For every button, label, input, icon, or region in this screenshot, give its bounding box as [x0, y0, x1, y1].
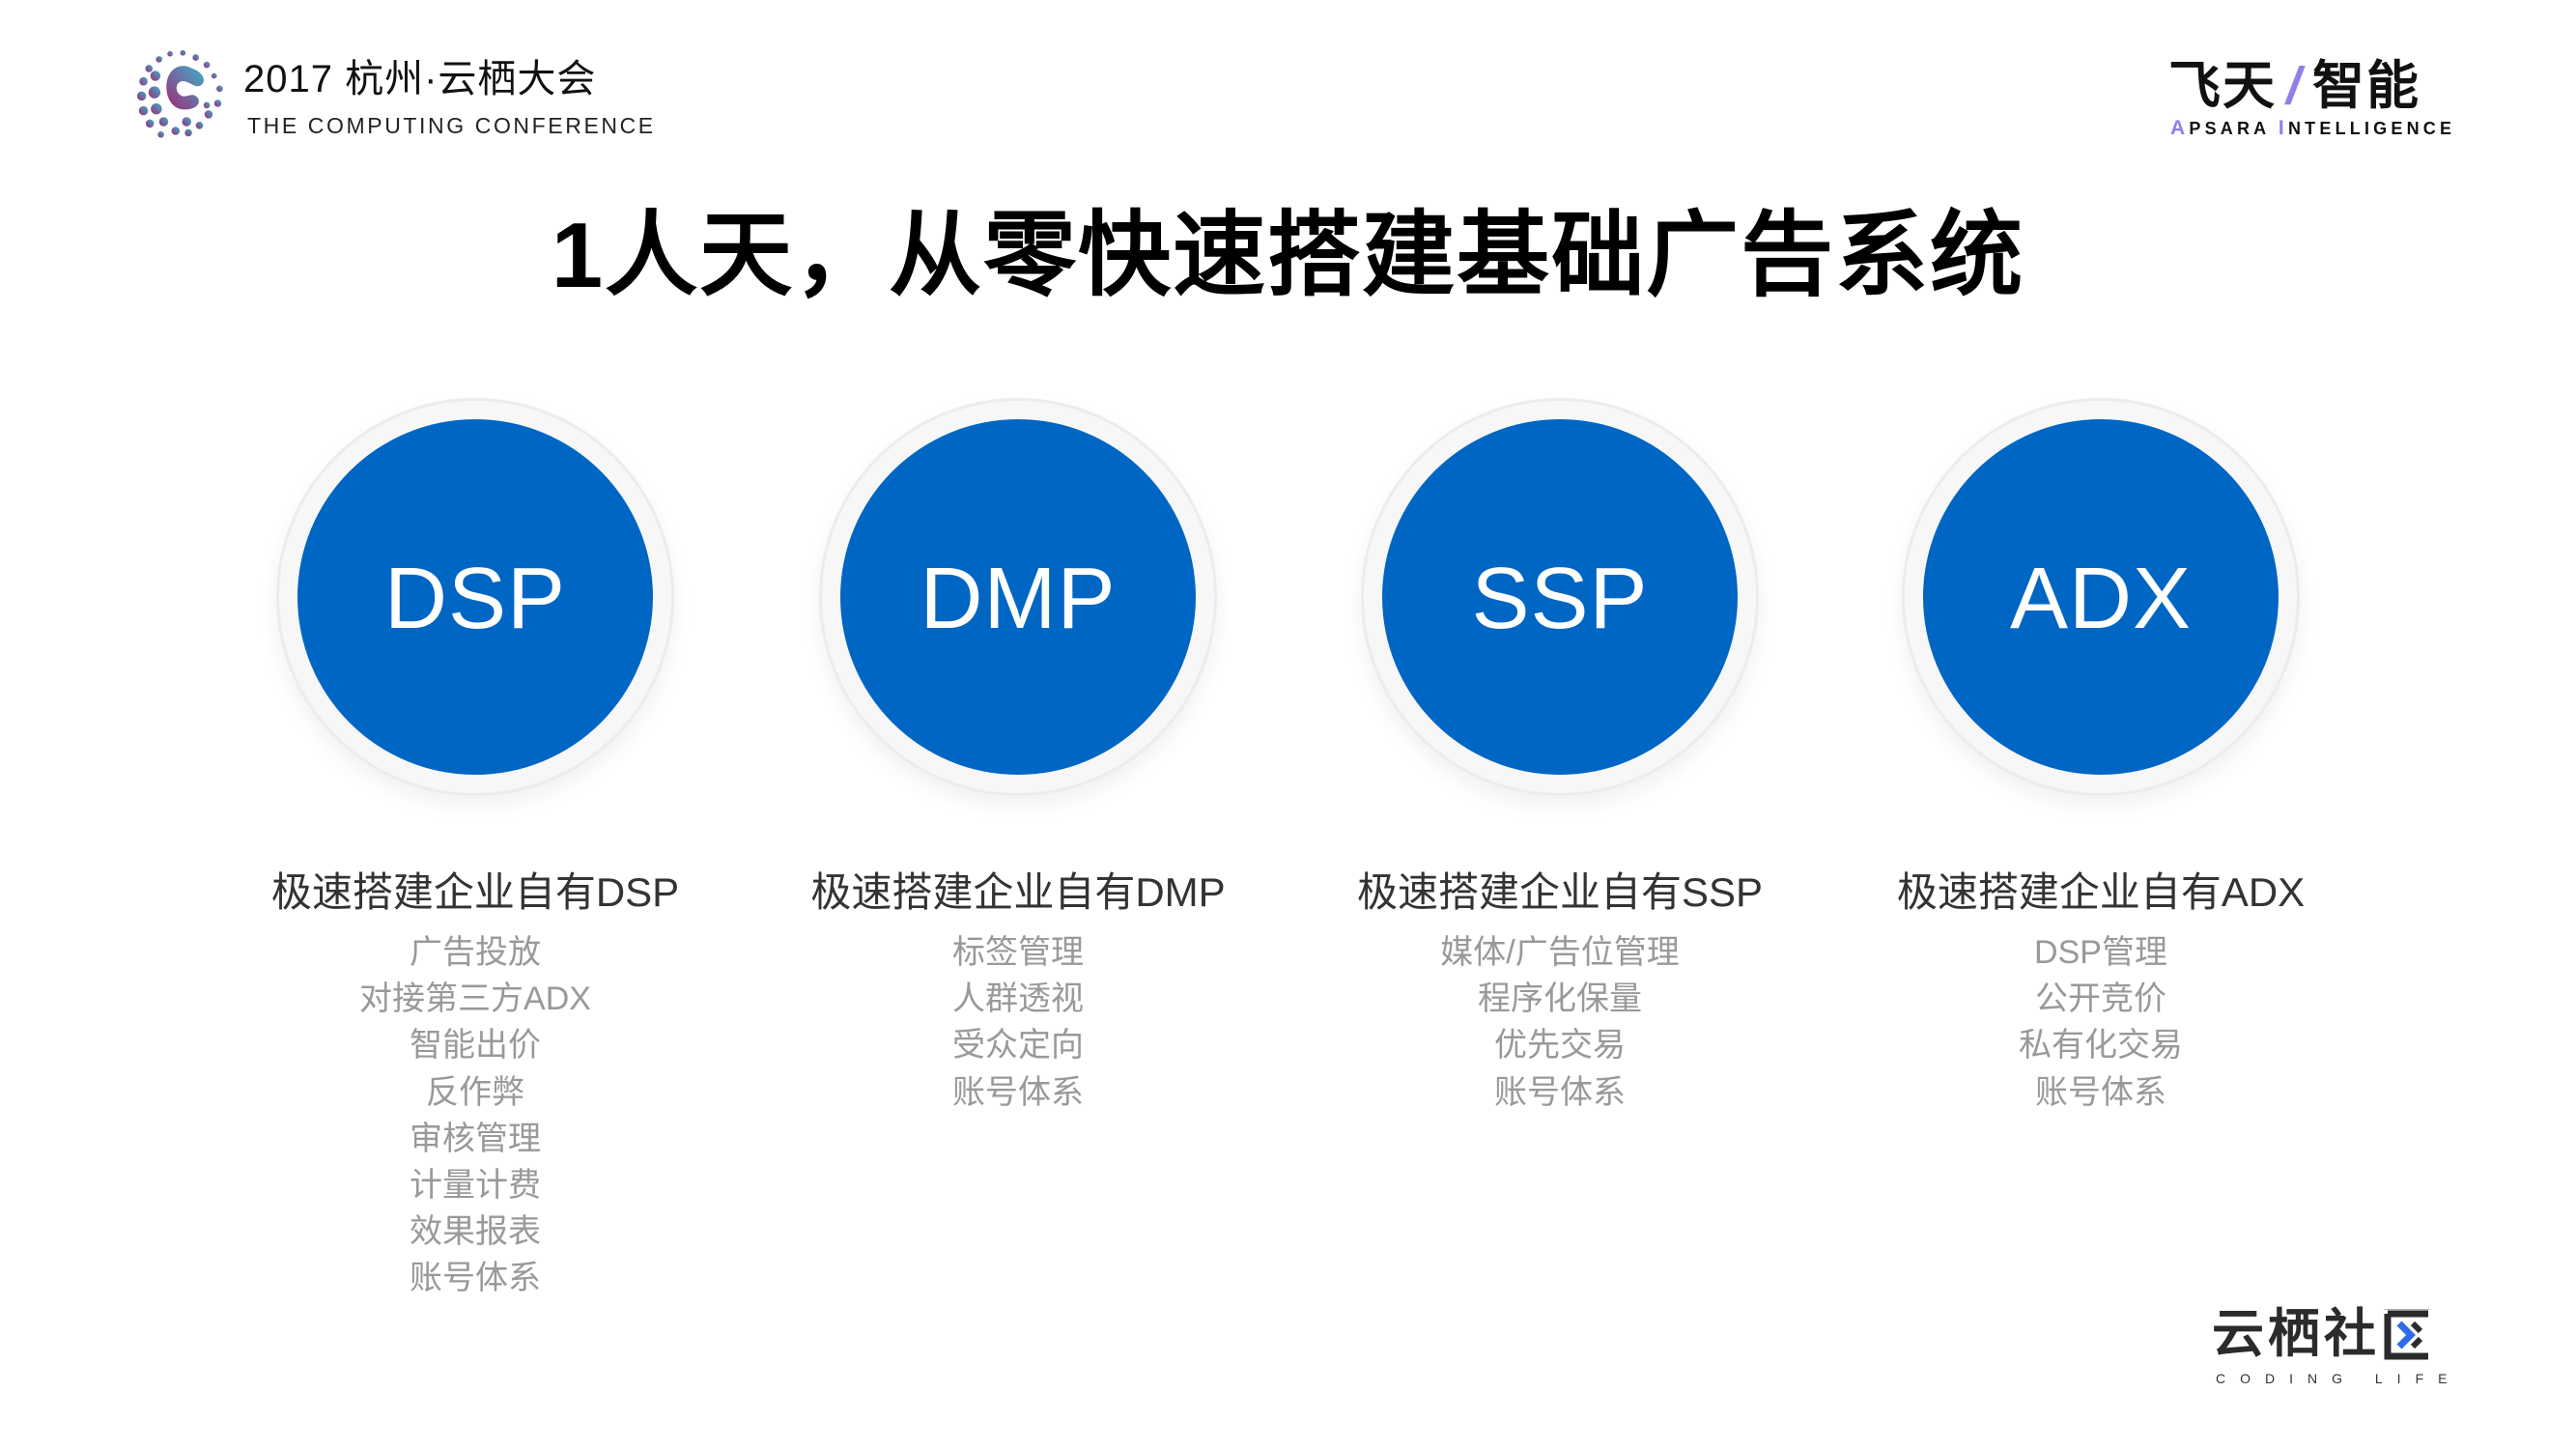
conference-dots-c-icon	[136, 49, 223, 138]
column-heading: 极速搭建企业自有DSP	[270, 869, 680, 915]
apsara-logo-word2: NTELLIGENCE	[2287, 119, 2456, 138]
list-item: 媒体/广告位管理	[1440, 934, 1680, 971]
circle-label: ADX	[2009, 551, 2193, 647]
circle-label: DSP	[383, 551, 567, 647]
list-item: 程序化保量	[1478, 980, 1642, 1018]
conference-subtitle: THE COMPUTING CONFERENCE	[247, 113, 656, 138]
circle-dsp: DSP	[297, 419, 653, 775]
circle-label: DMP	[920, 551, 1117, 647]
list-item: 审核管理	[410, 1120, 541, 1157]
list-item: 计量计费	[410, 1167, 541, 1205]
circle-adx: ADX	[1923, 419, 2279, 775]
feature-list: 媒体/广告位管理 程序化保量 优先交易 账号体系	[1289, 929, 1830, 1116]
list-item: 效果报表	[410, 1213, 541, 1251]
list-item: 受众定向	[952, 1027, 1084, 1065]
conference-title: 2017 杭州·云栖大会	[243, 58, 597, 100]
circle-dmp: DMP	[840, 419, 1196, 775]
slide-title: 1人天，从零快速搭建基础广告系统	[551, 204, 2025, 307]
apsara-logo-english: APSARA INTELLIGENCE	[2170, 118, 2455, 139]
list-item: 优先交易	[1494, 1027, 1626, 1065]
list-item: 账号体系	[1494, 1073, 1626, 1111]
apsara-logo-chinese: 飞天/智能	[2168, 56, 2420, 116]
list-item: 账号体系	[410, 1260, 541, 1297]
list-item: 标签管理	[952, 934, 1084, 971]
community-logo-english: CODING LIFE	[2216, 1371, 2462, 1386]
list-item: 广告投放	[410, 934, 541, 971]
apsara-logo-word1: PSARA	[2189, 119, 2279, 138]
column-heading: 极速搭建企业自有SSP	[1356, 869, 1764, 915]
conference-logo: 2017 杭州·云栖大会 THE COMPUTING CONFERENCE	[135, 48, 657, 140]
list-item: 账号体系	[952, 1073, 1084, 1111]
community-chevron-icon	[2384, 1310, 2432, 1360]
apsara-logo-letter-a: A	[2170, 117, 2190, 139]
feature-list: DSP管理 公开竞价 私有化交易 账号体系	[1830, 929, 2371, 1116]
apsara-logo-cn-right: 智能	[2312, 57, 2421, 115]
list-item: 对接第三方ADX	[359, 980, 591, 1018]
column-heading: 极速搭建企业自有DMP	[810, 869, 1226, 915]
feature-list: 标签管理 人群透视 受众定向 账号体系	[748, 929, 1288, 1116]
apsara-logo-cn-left: 飞天	[2168, 57, 2277, 115]
yunqi-community-logo: 云栖社区 CODING LIFE	[2212, 1304, 2447, 1396]
circle-label: SSP	[1471, 551, 1649, 647]
apsara-logo-letter-i: I	[2278, 117, 2288, 139]
list-item: 公开竞价	[2035, 980, 2166, 1018]
apsara-logo-slash-icon: /	[2286, 57, 2304, 115]
list-item: 账号体系	[2035, 1073, 2166, 1111]
apsara-intelligence-logo: 飞天/智能 APSARA INTELLIGENCE	[2168, 56, 2451, 143]
list-item: DSP管理	[2034, 934, 2167, 971]
list-item: 人群透视	[952, 980, 1084, 1018]
column-heading: 极速搭建企业自有ADX	[1896, 869, 2306, 915]
list-item: 智能出价	[410, 1027, 541, 1065]
feature-list: 广告投放 对接第三方ADX 智能出价 反作弊 审核管理 计量计费 效果报表 账号…	[205, 929, 746, 1302]
list-item: 私有化交易	[2019, 1027, 2183, 1065]
list-item: 反作弊	[426, 1073, 524, 1111]
circle-ssp: SSP	[1382, 419, 1738, 775]
